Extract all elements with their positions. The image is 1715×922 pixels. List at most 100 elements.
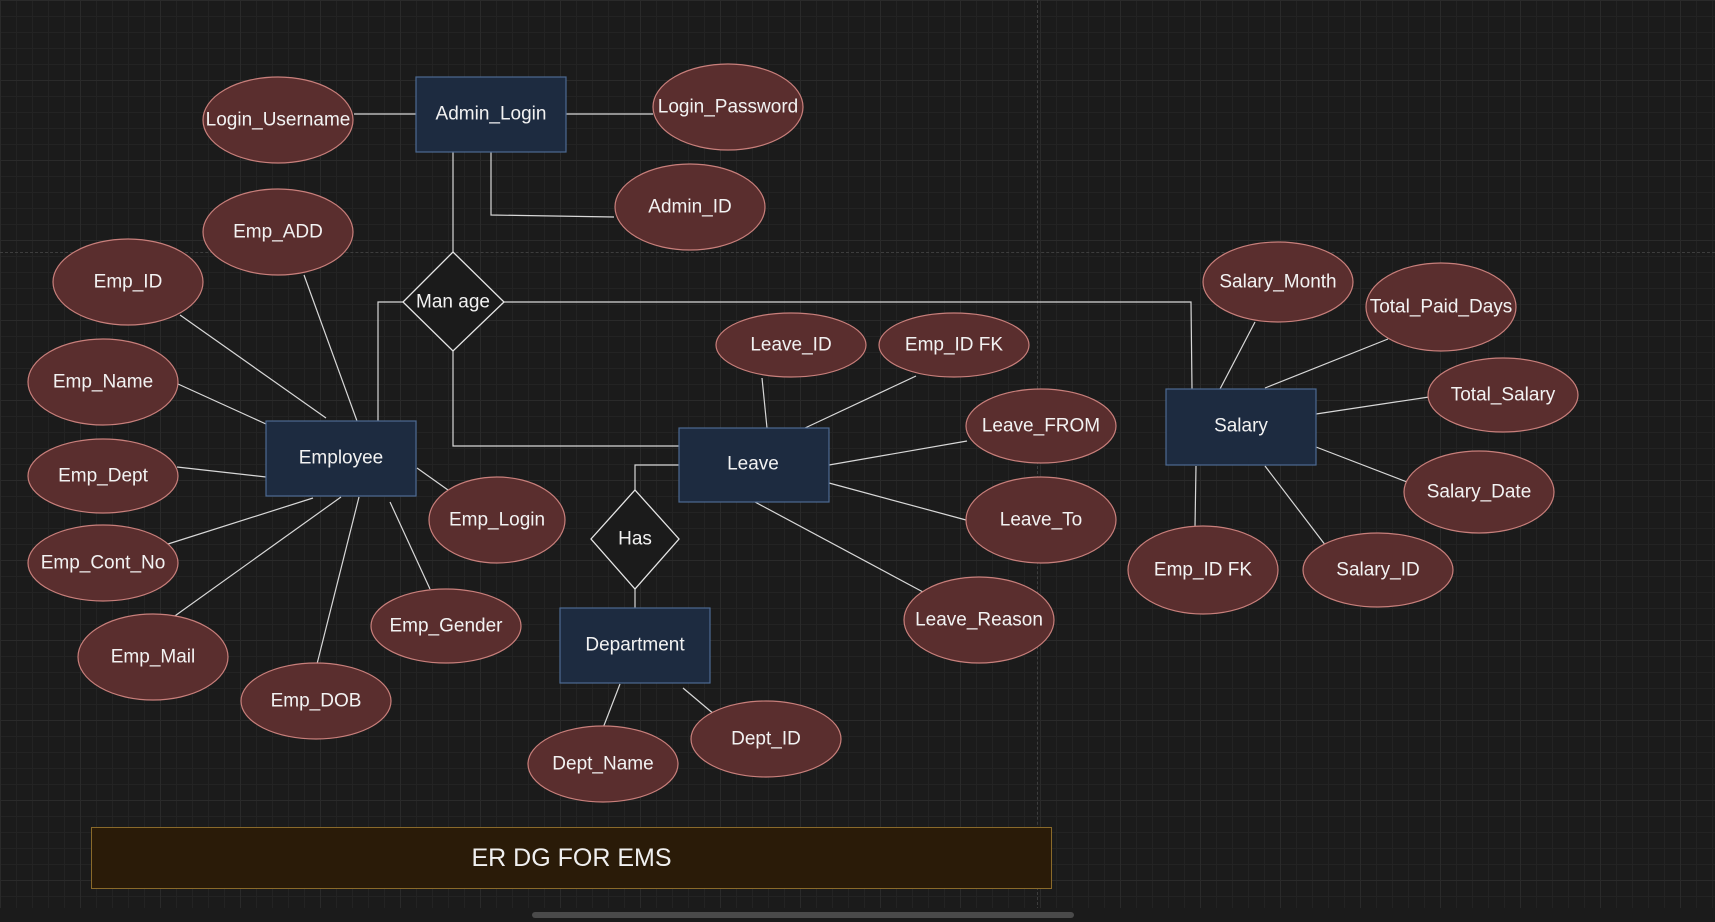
attribute-leave-to[interactable]: Leave_To bbox=[965, 476, 1117, 564]
attribute-ellipse bbox=[903, 576, 1055, 664]
attribute-label: Emp_Dept bbox=[58, 466, 148, 487]
relationship-label: Has bbox=[618, 529, 652, 550]
attribute-admin-id[interactable]: Admin_ID bbox=[614, 163, 766, 251]
attribute-ellipse bbox=[27, 438, 179, 514]
attribute-label: Leave_Reason bbox=[915, 610, 1043, 631]
attribute-emp-name[interactable]: Emp_Name bbox=[27, 338, 179, 426]
attribute-salary-month[interactable]: Salary_Month bbox=[1202, 241, 1354, 323]
attribute-ellipse bbox=[202, 188, 354, 276]
attribute-leave-reason[interactable]: Leave_Reason bbox=[903, 576, 1055, 664]
edge-employee-empmail[interactable] bbox=[171, 496, 342, 619]
edge-employee-empadd[interactable] bbox=[303, 274, 358, 422]
edge-employee-empdob[interactable] bbox=[316, 496, 360, 665]
attribute-dept-id[interactable]: Dept_ID bbox=[690, 700, 842, 778]
attribute-emp-login[interactable]: Emp_Login bbox=[428, 476, 566, 564]
entity-box bbox=[415, 76, 567, 153]
page-break-guide-horizontal bbox=[0, 252, 1715, 253]
attribute-label: Emp_Cont_No bbox=[41, 553, 166, 574]
entity-employee[interactable]: Employee bbox=[265, 420, 417, 497]
diagram-title[interactable]: ER DG FOR EMS bbox=[91, 827, 1052, 889]
edge-employee-empcontno[interactable] bbox=[167, 497, 314, 545]
entity-department[interactable]: Department bbox=[559, 607, 711, 684]
attribute-total-salary[interactable]: Total_Salary bbox=[1427, 357, 1579, 433]
attribute-ellipse bbox=[965, 388, 1117, 464]
edge-employee-emplogin[interactable] bbox=[416, 467, 449, 491]
attribute-salary-date[interactable]: Salary_Date bbox=[1403, 450, 1555, 534]
attribute-label: Leave_To bbox=[1000, 510, 1082, 531]
attribute-label: Dept_ID bbox=[731, 729, 801, 750]
entity-salary[interactable]: Salary bbox=[1165, 388, 1317, 466]
attribute-login-username[interactable]: Login_Username bbox=[202, 76, 354, 164]
edge-salary-empidfk[interactable] bbox=[1194, 465, 1197, 528]
edge-leave-leavereason[interactable] bbox=[754, 501, 924, 593]
attribute-emp-cont-no[interactable]: Emp_Cont_No bbox=[27, 524, 179, 602]
attribute-emp-gender[interactable]: Emp_Gender bbox=[370, 588, 522, 664]
attribute-label: Total_Paid_Days bbox=[1370, 297, 1513, 318]
edge-salary-id[interactable] bbox=[1264, 465, 1327, 547]
edge-department-deptname[interactable] bbox=[602, 683, 621, 729]
edge-manage-employee[interactable] bbox=[377, 301, 405, 421]
attribute-ellipse bbox=[527, 725, 679, 803]
attribute-login-password[interactable]: Login_Password bbox=[652, 63, 804, 151]
attribute-leave-from[interactable]: Leave_FROM bbox=[965, 388, 1117, 464]
attribute-salary-emp-id-fk[interactable]: Emp_ID FK bbox=[1127, 525, 1279, 615]
edge-employee-empid[interactable] bbox=[179, 314, 327, 419]
attribute-ellipse bbox=[27, 338, 179, 426]
edge-employee-empname[interactable] bbox=[177, 383, 267, 425]
entity-label: Leave bbox=[727, 454, 779, 475]
entity-leave[interactable]: Leave bbox=[678, 427, 830, 503]
edge-employee-empgender[interactable] bbox=[389, 501, 431, 590]
edge-leave-leaveto[interactable] bbox=[828, 482, 967, 521]
attribute-label: Total_Salary bbox=[1451, 385, 1556, 406]
attribute-emp-id[interactable]: Emp_ID bbox=[52, 238, 204, 326]
edge-salary-totalpaiddays[interactable] bbox=[1264, 338, 1389, 389]
attribute-dept-name[interactable]: Dept_Name bbox=[527, 725, 679, 803]
diagram-title-text: ER DG FOR EMS bbox=[471, 843, 672, 872]
attribute-leave-id[interactable]: Leave_ID bbox=[715, 312, 867, 378]
relationship-label: Man age bbox=[416, 292, 490, 313]
edge-manage-leave[interactable] bbox=[452, 351, 679, 447]
attribute-ellipse bbox=[77, 613, 229, 701]
attribute-ellipse bbox=[715, 312, 867, 378]
relationship-diamond bbox=[402, 251, 505, 352]
entity-label: Department bbox=[585, 635, 685, 656]
attribute-emp-dept[interactable]: Emp_Dept bbox=[27, 438, 179, 514]
edge-employee-empdept[interactable] bbox=[176, 466, 267, 478]
entity-box bbox=[1165, 388, 1317, 466]
edge-leave-leaveid[interactable] bbox=[761, 377, 768, 429]
edge-salary-date[interactable] bbox=[1315, 446, 1408, 483]
edge-leave-empidfk[interactable] bbox=[804, 375, 917, 429]
relationship-diamond bbox=[590, 489, 680, 590]
entity-box bbox=[678, 427, 830, 503]
attribute-label: Emp_Mail bbox=[111, 647, 195, 668]
edge-salary-month[interactable] bbox=[1219, 321, 1256, 390]
attribute-emp-mail[interactable]: Emp_Mail bbox=[77, 613, 229, 701]
entity-label: Admin_Login bbox=[436, 104, 547, 125]
attribute-total-paid-days[interactable]: Total_Paid_Days bbox=[1365, 262, 1517, 352]
edge-salary-totalsalary[interactable] bbox=[1315, 396, 1430, 415]
relationship-manage[interactable]: Man age bbox=[402, 251, 505, 352]
attribute-emp-add[interactable]: Emp_ADD bbox=[202, 188, 354, 276]
attribute-label: Login_Username bbox=[206, 110, 351, 131]
attribute-label: Emp_Name bbox=[53, 372, 153, 393]
entity-admin-login[interactable]: Admin_Login bbox=[415, 76, 567, 153]
edge-admin-adminid[interactable] bbox=[490, 152, 615, 218]
attribute-label: Login_Password bbox=[658, 97, 798, 118]
attribute-label: Salary_Month bbox=[1219, 272, 1336, 293]
horizontal-scrollbar-thumb[interactable] bbox=[532, 912, 1074, 918]
attribute-ellipse bbox=[965, 476, 1117, 564]
attribute-emp-dob[interactable]: Emp_DOB bbox=[240, 662, 392, 740]
relationship-has[interactable]: Has bbox=[590, 489, 680, 590]
attribute-salary-id[interactable]: Salary_ID bbox=[1302, 532, 1454, 608]
attribute-ellipse bbox=[878, 312, 1030, 378]
attribute-leave-emp-id-fk[interactable]: Emp_ID FK bbox=[878, 312, 1030, 378]
edge-department-deptid[interactable] bbox=[682, 687, 716, 716]
edge-leave-leavefrom[interactable] bbox=[828, 440, 968, 466]
attribute-label: Emp_Gender bbox=[389, 616, 503, 637]
edge-leave-has[interactable] bbox=[634, 464, 679, 490]
attribute-ellipse bbox=[1365, 262, 1517, 352]
attribute-ellipse bbox=[52, 238, 204, 326]
edge-manage-salary[interactable] bbox=[504, 301, 1193, 390]
